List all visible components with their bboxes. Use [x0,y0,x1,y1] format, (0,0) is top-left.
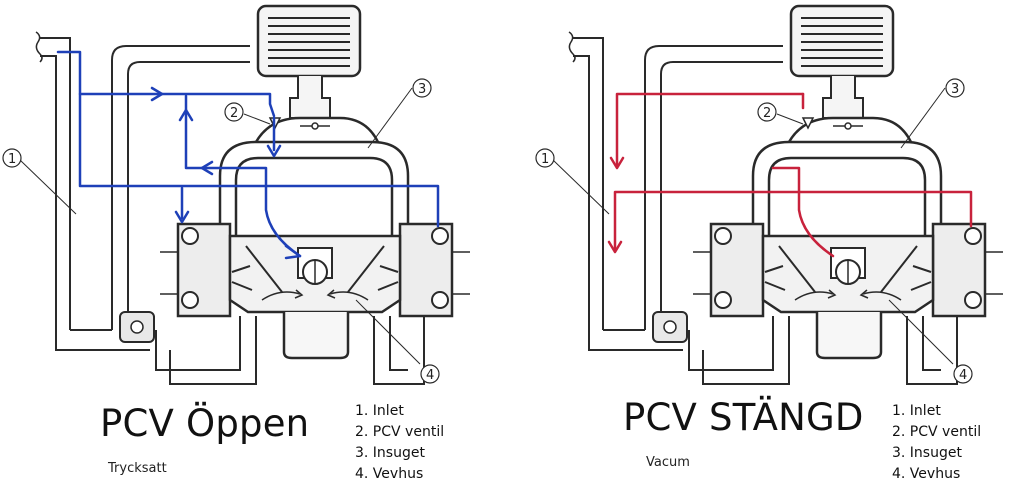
legend-item-inlet: 1. Inlet [355,403,404,419]
flow-arrow-5 [174,210,190,224]
flow-paths-right [607,92,973,258]
legend-right: 1. Inlet 2. PCV ventil 3. Insuget 4. Vev… [892,401,981,485]
legend-item-pcv-valve: 2. PCV ventil [355,424,445,440]
flow-path-top-right [615,92,805,168]
flow-arrow-2 [178,108,194,122]
title-pcv-closed: PCV STÄNGD [623,396,864,439]
title-pcv-open: PCV Öppen [100,402,310,445]
flow-arrow-r2 [607,240,623,254]
legend-left: 1. Inlet 2. PCV ventil 3. Insuget 4. Vev… [355,401,444,485]
legend-item-intake: 3. Insuget [355,445,425,461]
flow-arrow-4 [200,160,214,176]
flow-arrow-6 [284,244,302,260]
flow-paths-left [56,50,440,260]
callout-2-right: 2 [763,106,771,121]
legend-item-pcv-valve: 2. PCV ventil [892,424,982,440]
callout-1-left: 1 [8,152,16,167]
diagram-right-pcv-closed: 1 2 3 4 [534,4,1005,386]
callout-1-right: 1 [541,152,549,167]
state-label-right: Vacum [646,455,690,470]
legend-item-inlet: 1. Inlet [892,403,941,419]
flow-arrow-3 [266,144,282,158]
flow-arrow-r1 [609,156,625,170]
callout-2-left: 2 [230,106,238,121]
flow-path-lower-right [613,190,973,252]
legend-item-crankcase: 4. Vevhus [892,466,961,482]
callout-3-right: 3 [951,82,959,97]
state-label-left: Trycksatt [108,461,167,476]
diagram-left-pcv-open: 1 2 3 4 [1,4,472,386]
flow-arrow-1 [150,86,164,102]
flow-path-inner-right [771,166,835,258]
flow-path-lower [78,92,440,228]
legend-item-intake: 3. Insuget [892,445,962,461]
callout-3-left: 3 [418,82,426,97]
callout-4-left: 4 [426,368,434,383]
callout-4-right: 4 [959,368,967,383]
flow-path-inlet-top [56,50,276,118]
legend-item-crankcase: 4. Vevhus [355,466,424,482]
